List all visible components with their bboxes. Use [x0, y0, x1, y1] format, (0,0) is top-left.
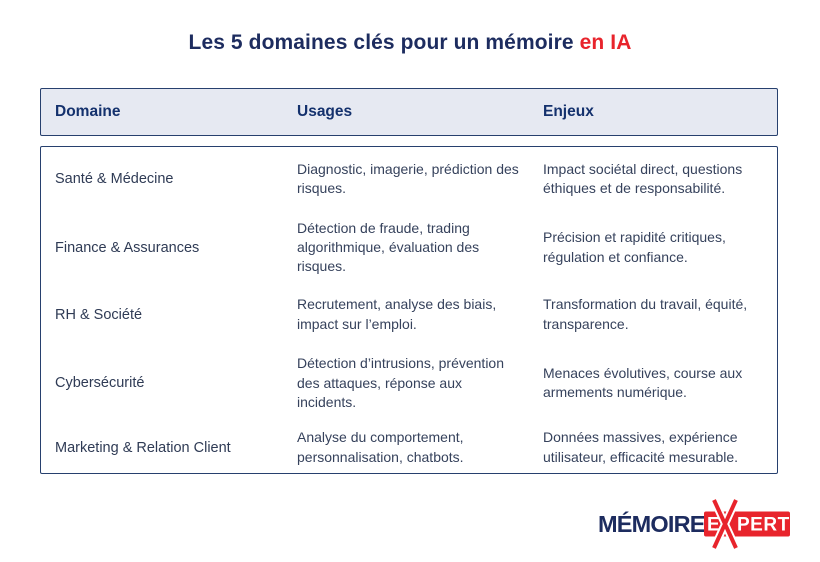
column-header-usages: Usages	[297, 103, 353, 120]
logo-text-expert-e: E	[707, 515, 720, 536]
logo-text-memoire: MÉMOIRE-	[598, 510, 712, 537]
cell-domaine: Finance & Assurances	[55, 239, 200, 256]
table-row: RH & Société Recrutement, analyse des bi…	[41, 285, 777, 345]
table-body: Santé & Médecine Diagnostic, imagerie, p…	[40, 146, 778, 474]
cell-usages: Recrutement, analyse des biais, impact s…	[297, 296, 497, 332]
cell-enjeux: Impact sociétal direct, questions éthiqu…	[543, 160, 743, 196]
logo-text-expert-rest: PERT	[737, 515, 790, 536]
cell-usages: Détection d’intrusions, prévention des a…	[297, 355, 505, 410]
title-main: Les 5 domaines clés pour un mémoire	[188, 31, 574, 54]
cell-enjeux: Précision et rapidité critiques, régulat…	[543, 229, 726, 265]
table-row: Santé & Médecine Diagnostic, imagerie, p…	[41, 147, 777, 211]
memoire-expert-logo-graphic: MÉMOIRE- E PERT	[598, 499, 790, 549]
cell-domaine: Cybersécurité	[55, 375, 145, 392]
table-row: Marketing & Relation Client Analyse du c…	[41, 422, 777, 473]
cell-usages: Analyse du comportement, personnalisatio…	[297, 429, 464, 465]
table-row: Finance & Assurances Détection de fraude…	[41, 211, 777, 284]
column-header-enjeux: Enjeux	[543, 103, 594, 120]
cell-usages: Détection de fraude, trading algorithmiq…	[297, 219, 480, 275]
cell-domaine: Marketing & Relation Client	[55, 439, 231, 456]
title-highlight: en IA	[579, 31, 632, 54]
table-row: Cybersécurité Détection d’intrusions, pr…	[41, 345, 777, 422]
cell-domaine: RH & Société	[55, 306, 143, 323]
cell-enjeux: Menaces évolutives, course aux armements…	[543, 364, 743, 401]
column-header-domaine: Domaine	[55, 103, 121, 120]
table-header-row: Domaine Usages Enjeux	[40, 88, 778, 136]
cell-domaine: Santé & Médecine	[55, 171, 174, 187]
cell-enjeux: Transformation du travail, équité, trans…	[543, 296, 748, 332]
cell-usages: Diagnostic, imagerie, prédiction des ris…	[297, 160, 519, 196]
logo-x-icon	[710, 499, 740, 549]
cell-enjeux: Données massives, expérience utilisateur…	[543, 429, 739, 465]
memoire-expert-logo: MÉMOIRE- E PERT	[598, 499, 792, 549]
